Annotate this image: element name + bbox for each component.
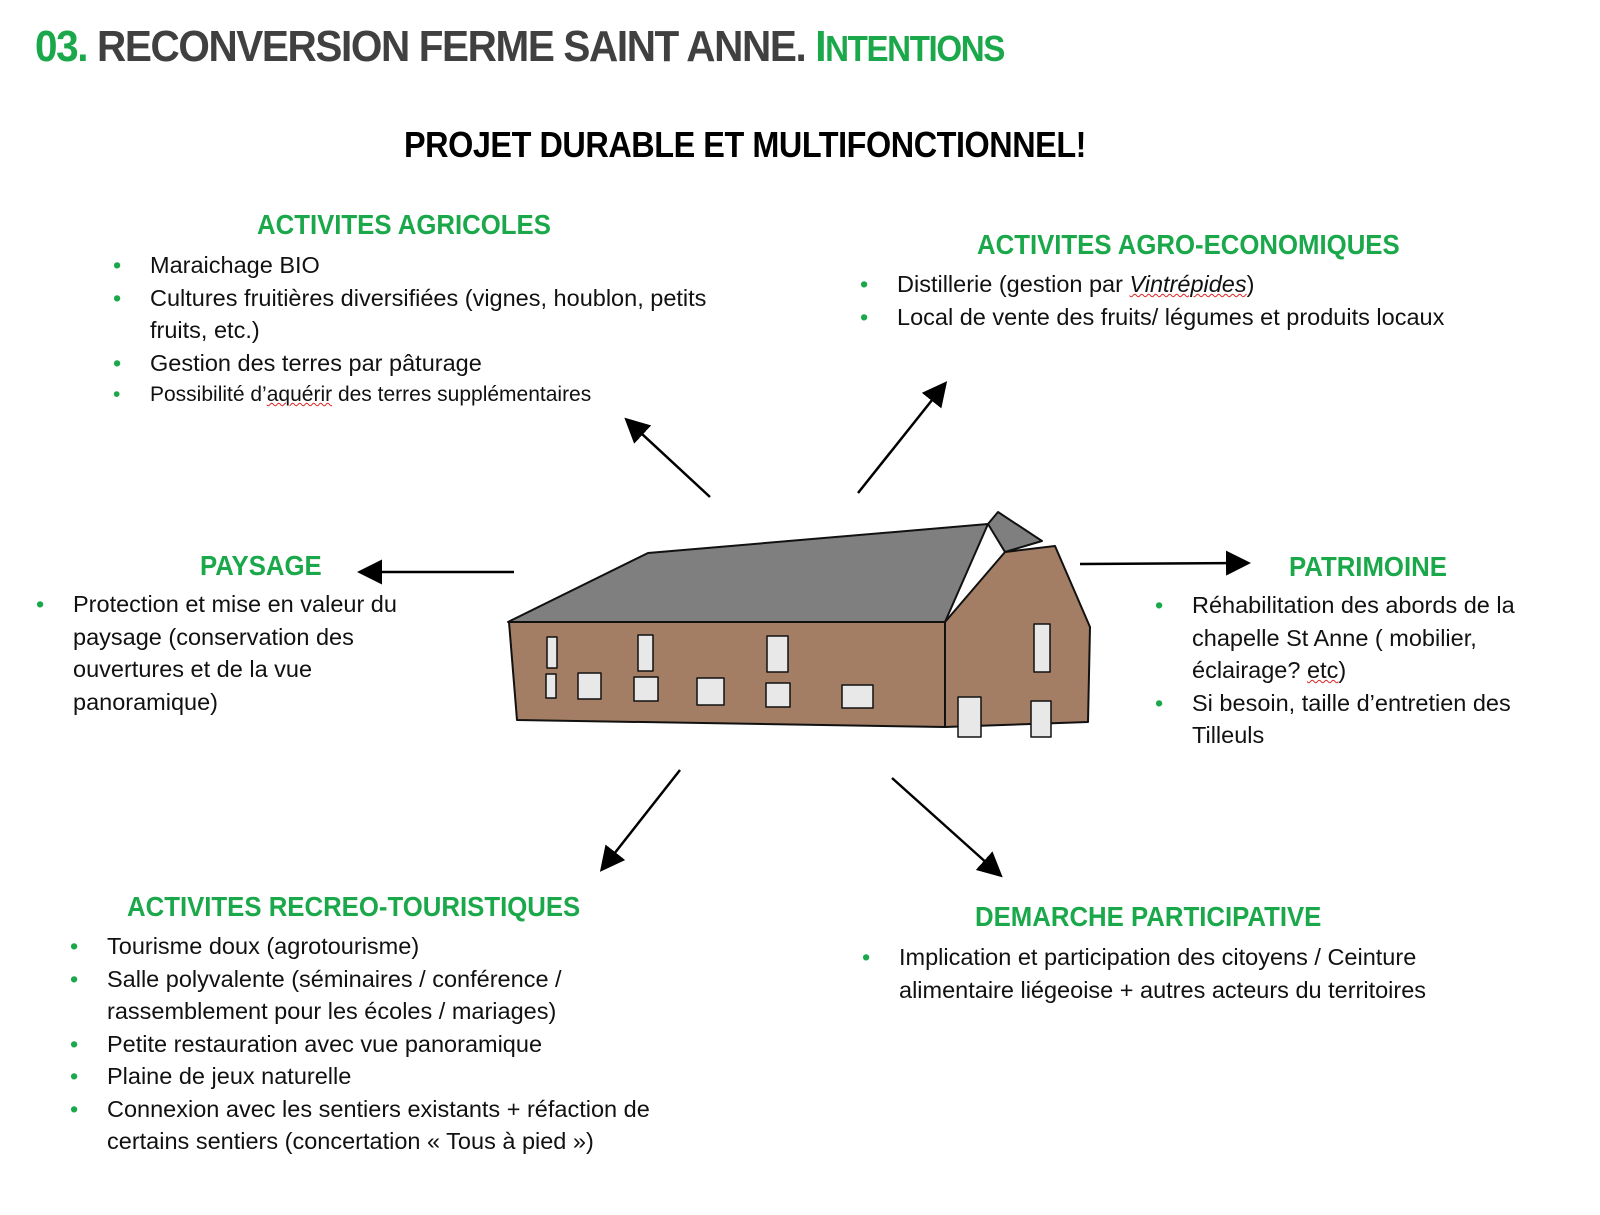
arrow-agricoles <box>624 417 711 498</box>
gable-wall <box>944 545 1091 728</box>
list-recreo-touristiques: Tourisme doux (agrotourisme) Salle polyv… <box>70 930 700 1158</box>
list-item: Distillerie (gestion par Vintrépides) <box>860 268 1560 301</box>
list-item: Possibilité d’aquérir des terres supplém… <box>113 379 753 412</box>
heading-patrimoine: PATRIMOINE <box>1289 551 1447 582</box>
title-section: INTENTIONS <box>815 22 1005 71</box>
list-item: Si besoin, taille d’entretien des Tilleu… <box>1155 687 1575 752</box>
title-number: 03. <box>35 22 89 71</box>
list-demarche-participative: Implication et participation des citoyen… <box>862 941 1462 1006</box>
list-item: Connexion avec les sentiers existants + … <box>70 1093 700 1158</box>
list-patrimoine: Réhabilitation des abords de la chapelle… <box>1155 589 1575 752</box>
list-agricoles: Maraichage BIO Cultures fruitières diver… <box>113 249 753 412</box>
list-item: Salle polyvalente (séminaires / conféren… <box>70 963 700 1028</box>
list-item: Local de vente des fruits/ légumes et pr… <box>860 301 1560 334</box>
list-paysage: Protection et mise en valeur du paysage … <box>36 588 456 718</box>
heading-recreo-touristiques: ACTIVITES RECREO-TOURISTIQUES <box>127 891 581 922</box>
heading-demarche-participative: DEMARCHE PARTICIPATIVE <box>975 901 1322 932</box>
list-item: Tourisme doux (agrotourisme) <box>70 930 700 963</box>
title-text: RECONVERSION FERME SAINT ANNE. <box>97 22 807 71</box>
farm-building-icon <box>507 511 1091 738</box>
list-item: Gestion des terres par pâturage <box>113 347 753 380</box>
arrow-recreo <box>599 769 681 872</box>
arrow-participative <box>891 777 1003 878</box>
list-agro-economiques: Distillerie (gestion par Vintrépides) Lo… <box>860 268 1560 333</box>
heading-agricoles: ACTIVITES AGRICOLES <box>257 209 551 240</box>
list-item: Plaine de jeux naturelle <box>70 1060 700 1093</box>
roof <box>507 523 989 623</box>
front-wall <box>508 621 946 728</box>
list-item: Maraichage BIO <box>113 249 753 282</box>
arrow-patrimoine <box>1079 550 1251 576</box>
heading-paysage: PAYSAGE <box>200 550 322 581</box>
slide-title: 03. RECONVERSION FERME SAINT ANNE. INTEN… <box>35 22 1005 72</box>
windows <box>545 623 1052 738</box>
roof-hip <box>987 511 1043 553</box>
list-item: Réhabilitation des abords de la chapelle… <box>1155 589 1575 687</box>
list-item: Protection et mise en valeur du paysage … <box>36 588 456 718</box>
list-item: Cultures fruitières diversifiées (vignes… <box>113 282 753 347</box>
subtitle: PROJET DURABLE ET MULTIFONCTIONNEL! <box>404 124 1087 165</box>
list-item: Implication et participation des citoyen… <box>862 941 1462 1006</box>
heading-agro-economiques: ACTIVITES AGRO-ECONOMIQUES <box>977 229 1400 260</box>
arrow-agro-economiques <box>857 381 948 494</box>
list-item: Petite restauration avec vue panoramique <box>70 1028 700 1061</box>
